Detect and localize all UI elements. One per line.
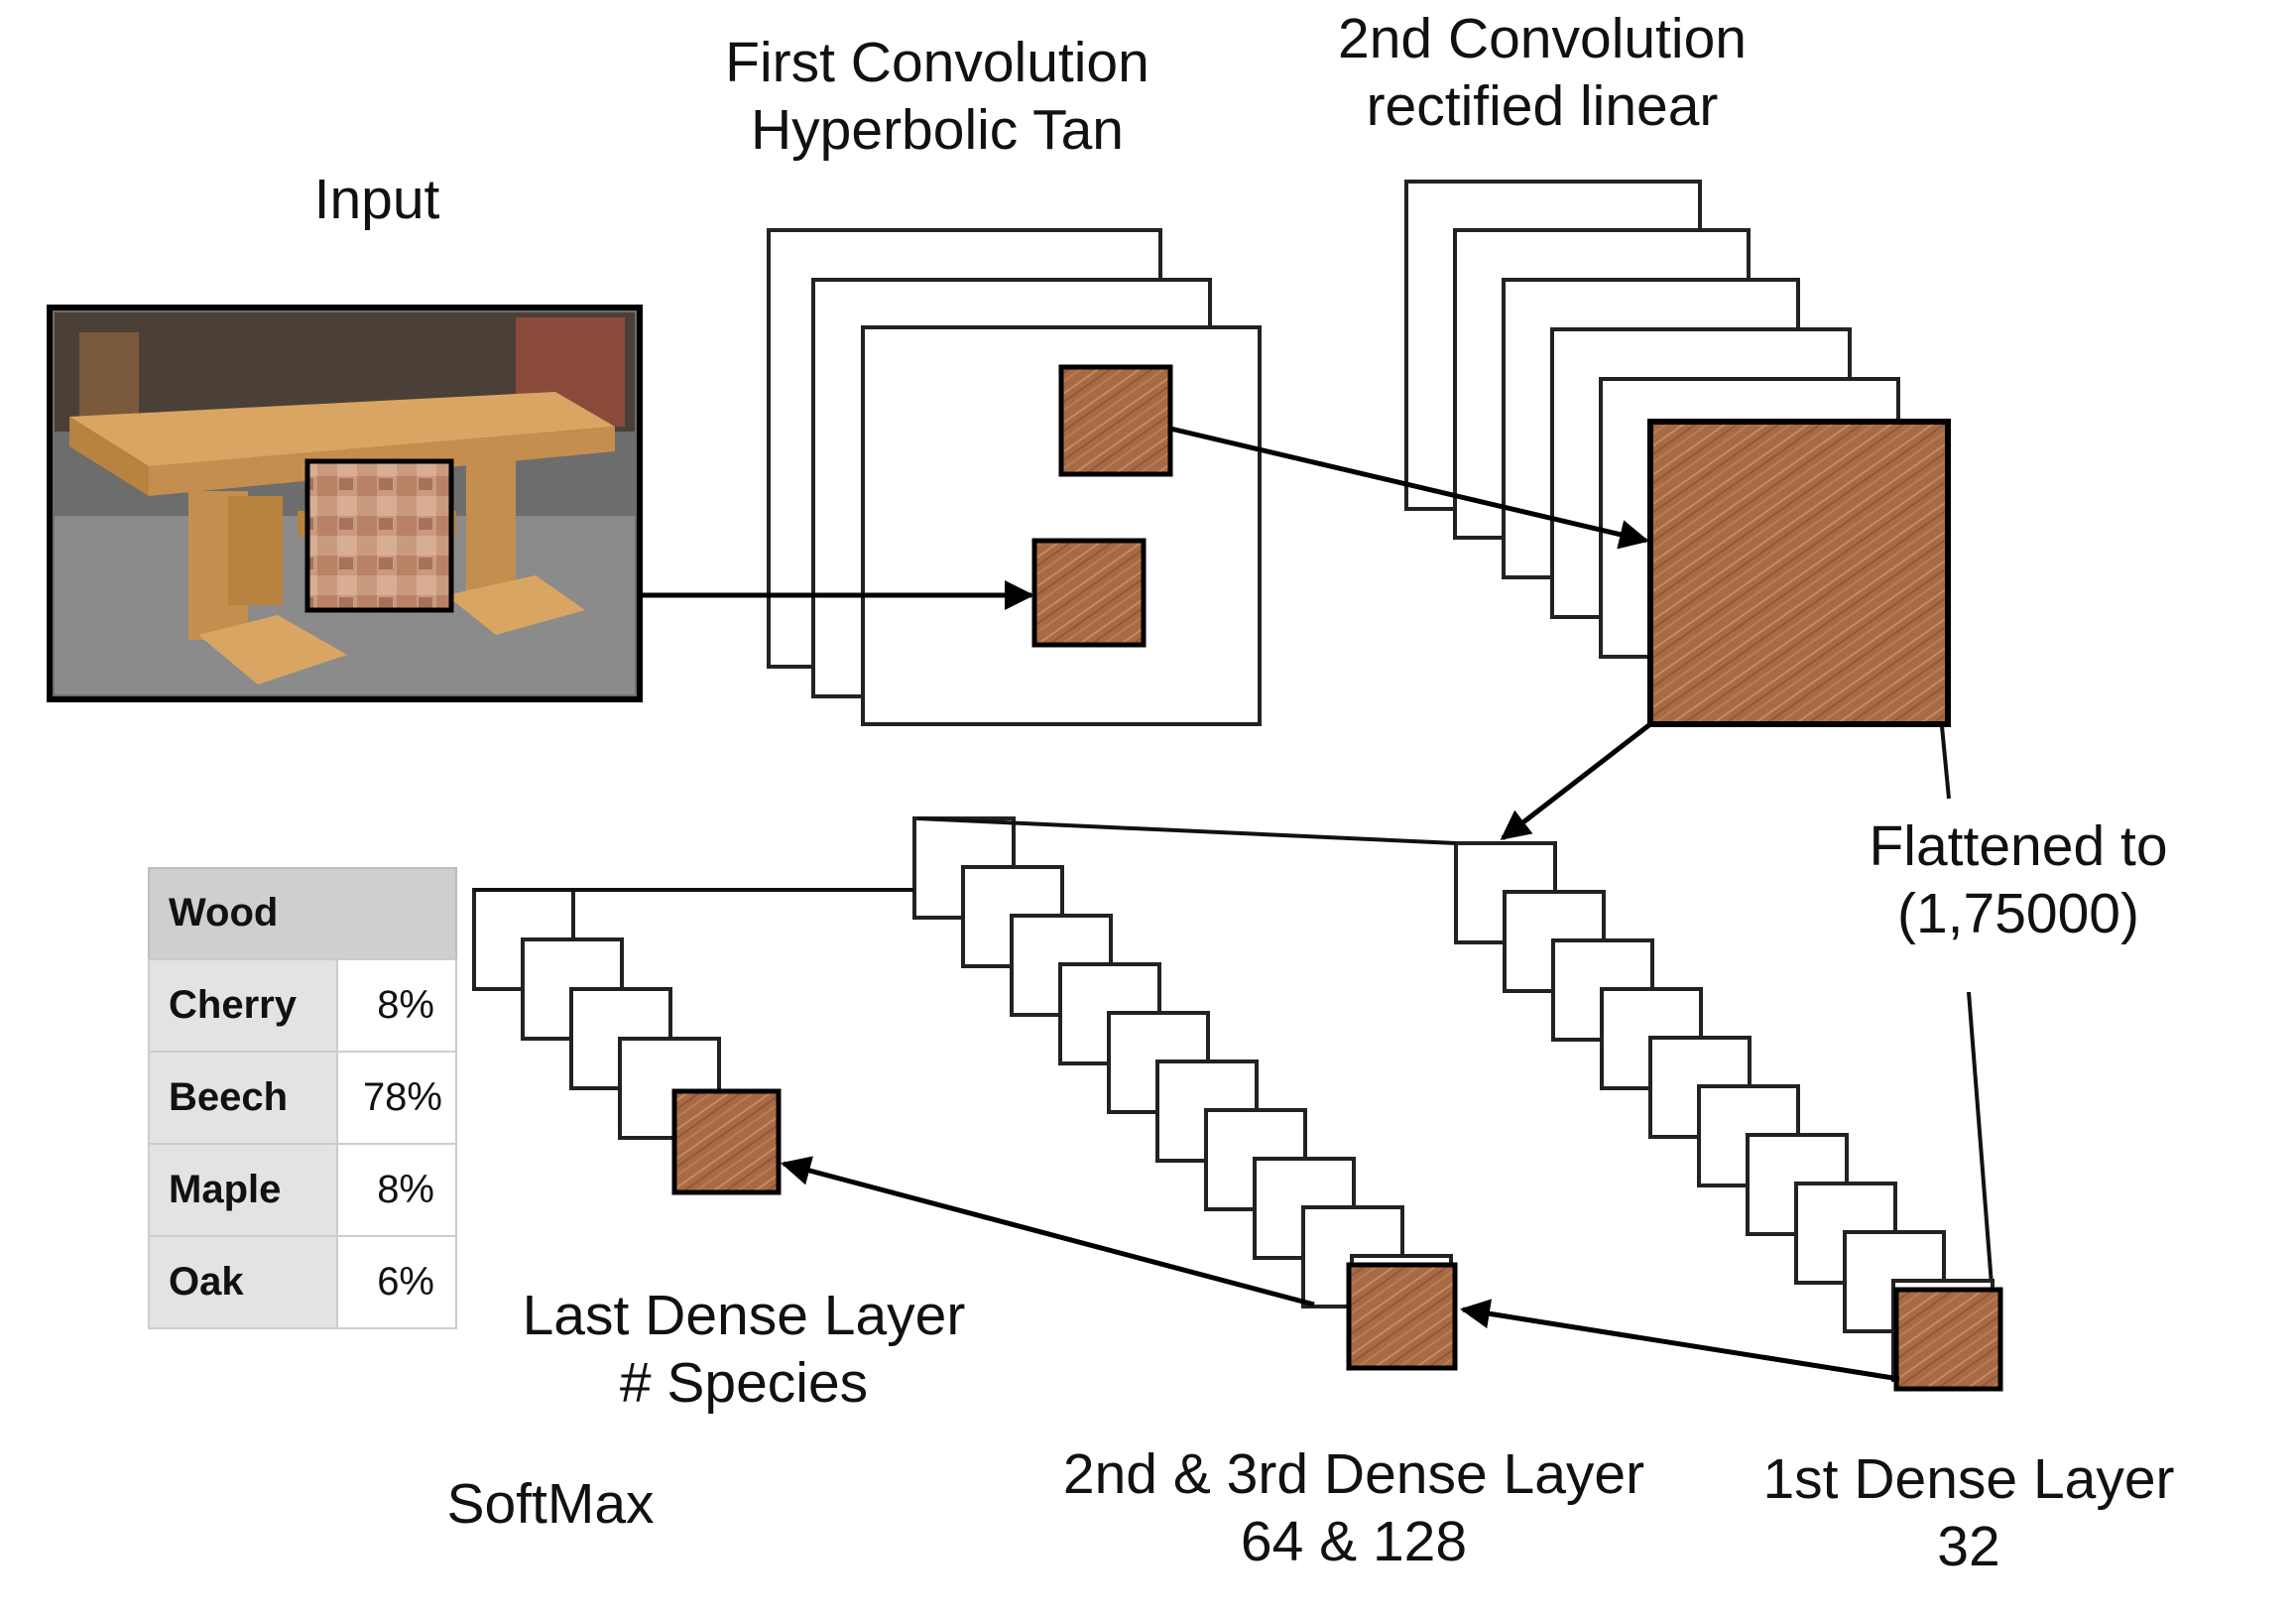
table-value: 8% — [377, 1168, 434, 1211]
table-species: Cherry — [169, 983, 298, 1027]
last-dense-active-unit — [671, 1088, 782, 1195]
dense1-size: 32 — [1937, 1515, 1999, 1578]
dense1-title: 1st Dense Layer — [1762, 1447, 2174, 1511]
table-row: Oak 6% — [148, 1235, 457, 1329]
conv2-output-patch — [1647, 419, 1951, 727]
dense23-active-unit — [1346, 1262, 1458, 1371]
conv1-feature-maps — [767, 228, 1262, 726]
table-row: Cherry 8% — [148, 958, 457, 1053]
flatten-connector — [1940, 725, 1951, 800]
dense23-title: 2nd & 3rd Dense Layer — [1063, 1442, 1644, 1506]
last-dense-title: Last Dense Layer — [523, 1284, 966, 1347]
input-label: Input — [314, 168, 440, 231]
table-row: Beech 78% — [148, 1051, 457, 1145]
table-value: 6% — [377, 1260, 434, 1304]
input-photo — [47, 305, 643, 702]
conv1-activation: Hyperbolic Tan — [751, 98, 1124, 162]
flatten-connector — [1967, 991, 1994, 1286]
last-dense-size: # Species — [620, 1351, 868, 1415]
table-row: Maple 8% — [148, 1143, 457, 1237]
table-header: Wood — [169, 891, 278, 935]
conv1-filter-patch — [1031, 538, 1147, 648]
dense-connector — [916, 816, 1457, 845]
table-species: Maple — [169, 1168, 281, 1211]
conv2-title: 2nd Convolution — [1338, 7, 1747, 70]
table-species: Beech — [169, 1075, 288, 1119]
arrow-conv1-to-conv2 — [1169, 426, 1649, 550]
softmax-label: SoftMax — [446, 1472, 654, 1536]
conv2-activation: rectified linear — [1367, 74, 1719, 138]
flatten-shape: (1,75000) — [1897, 882, 2139, 945]
dense1-active-unit — [1893, 1287, 2003, 1392]
conv1-filter-patch — [1058, 364, 1173, 477]
arrow-dense1-to-dense23 — [1460, 1299, 1900, 1382]
flatten-title: Flattened to — [1869, 814, 2167, 878]
arrow-conv2-to-dense1 — [1500, 722, 1652, 840]
table-species: Oak — [169, 1260, 244, 1304]
flow-arrows — [640, 426, 1900, 1382]
conv1-title: First Convolution — [725, 31, 1149, 94]
table-value: 8% — [377, 983, 434, 1027]
softmax-output-table: Wood Cherry 8% Beech 78% Maple 8% Oak 6% — [148, 867, 457, 1329]
table-value: 78% — [363, 1075, 442, 1119]
arrow-dense23-to-last — [781, 1156, 1315, 1308]
dense23-size: 64 & 128 — [1241, 1510, 1467, 1573]
